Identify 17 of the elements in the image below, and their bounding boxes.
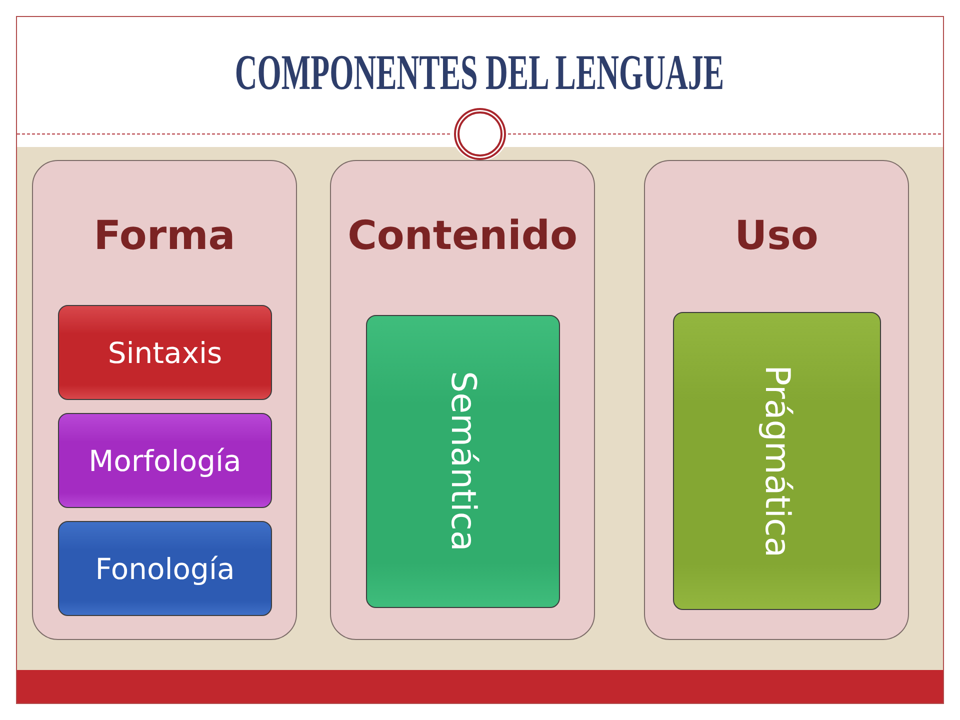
column-panel: [330, 160, 595, 640]
category-card: [58, 413, 272, 508]
category-card: [58, 305, 272, 400]
category-card: [58, 521, 272, 616]
category-label: Morfología: [88, 444, 242, 478]
category-label: Sintaxis: [108, 336, 222, 370]
panel-heading: Contenido: [348, 213, 578, 259]
category-label: Prágmática: [757, 364, 797, 558]
slide-title: COMPONENTES DEL LENGUAJE: [235, 44, 725, 100]
category-label: Fonología: [95, 552, 235, 586]
panel-heading: Forma: [94, 213, 236, 259]
column-panel: [644, 160, 909, 640]
category-card: [673, 312, 881, 610]
panel-heading: Uso: [734, 213, 818, 259]
category-card: [366, 315, 560, 608]
category-label: Semántica: [443, 371, 483, 552]
column-panel: [32, 160, 297, 640]
